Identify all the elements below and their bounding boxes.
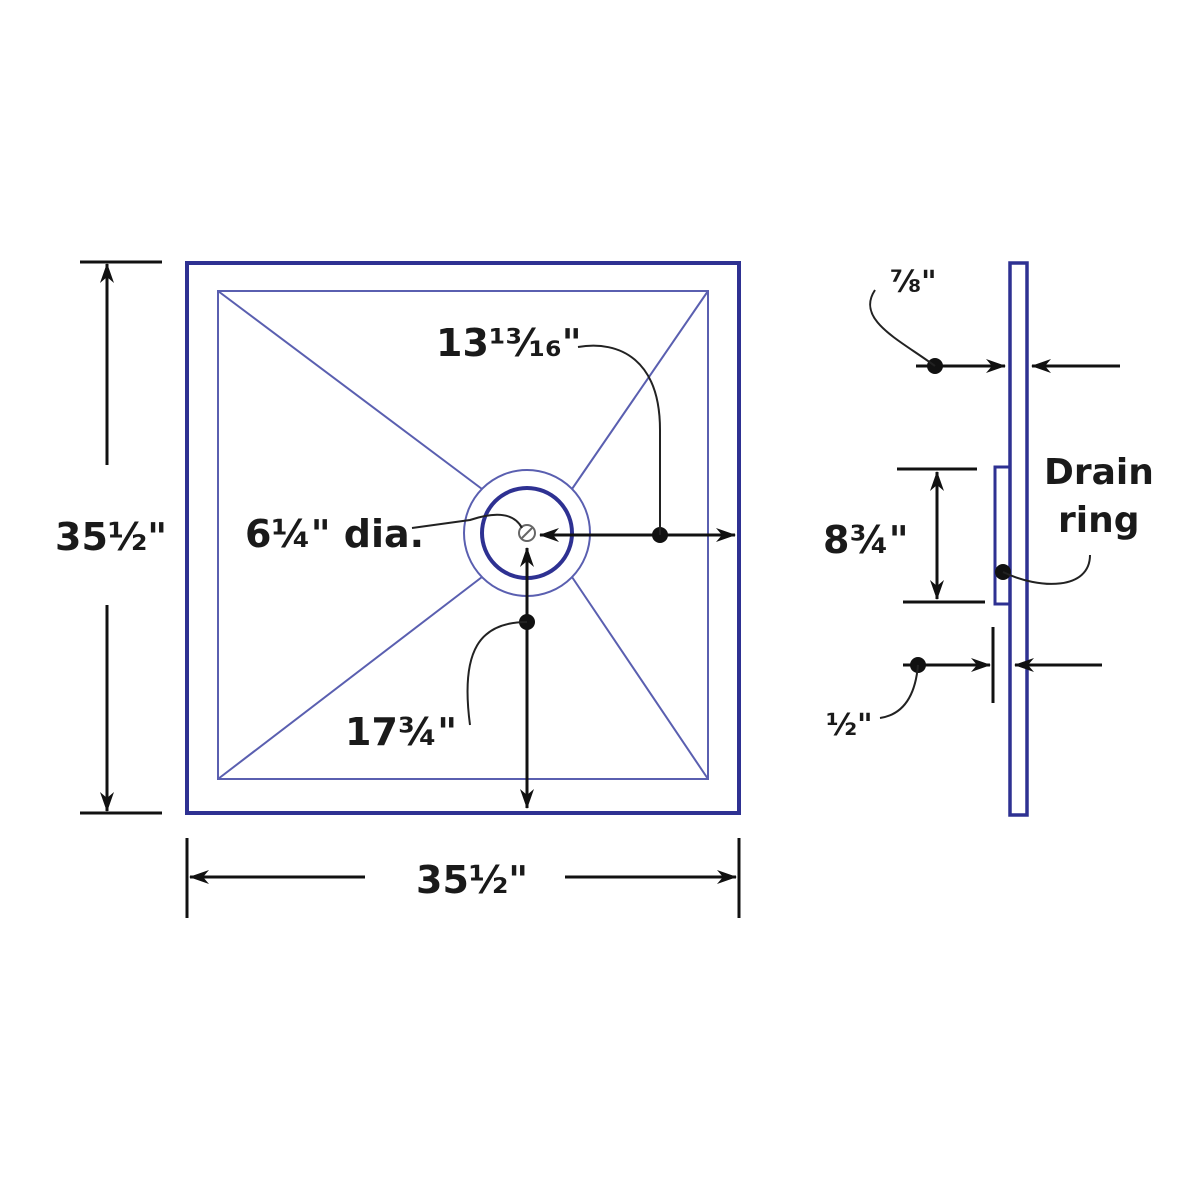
drain-offset-x-label: 13¹³⁄₁₆" (436, 321, 582, 365)
drain-ring-height-label: 8¾" (823, 518, 909, 562)
drain-ring-label-2: ring (1058, 500, 1140, 541)
side-view: ⅞" 8¾" Drain ring ½" (823, 261, 1154, 817)
drain-ring-label: Drain (1044, 452, 1154, 493)
top-view: 13¹³⁄₁₆" 17¾" 6¼" dia. 35½" 35½" (55, 260, 741, 918)
slope-lines (217, 290, 709, 780)
thickness-label: ⅞" (890, 265, 937, 300)
pan-outer-edge (185, 261, 741, 815)
drain-ring-profile (993, 465, 1012, 606)
ring-depth-label: ½" (826, 708, 873, 743)
drain-diameter-label: 6¼" dia. (245, 512, 424, 556)
pan-profile (1008, 261, 1029, 817)
drain-offset-y-label: 17¾" (345, 710, 457, 754)
width-label: 35½" (416, 858, 528, 902)
height-label: 35½" (55, 515, 167, 559)
